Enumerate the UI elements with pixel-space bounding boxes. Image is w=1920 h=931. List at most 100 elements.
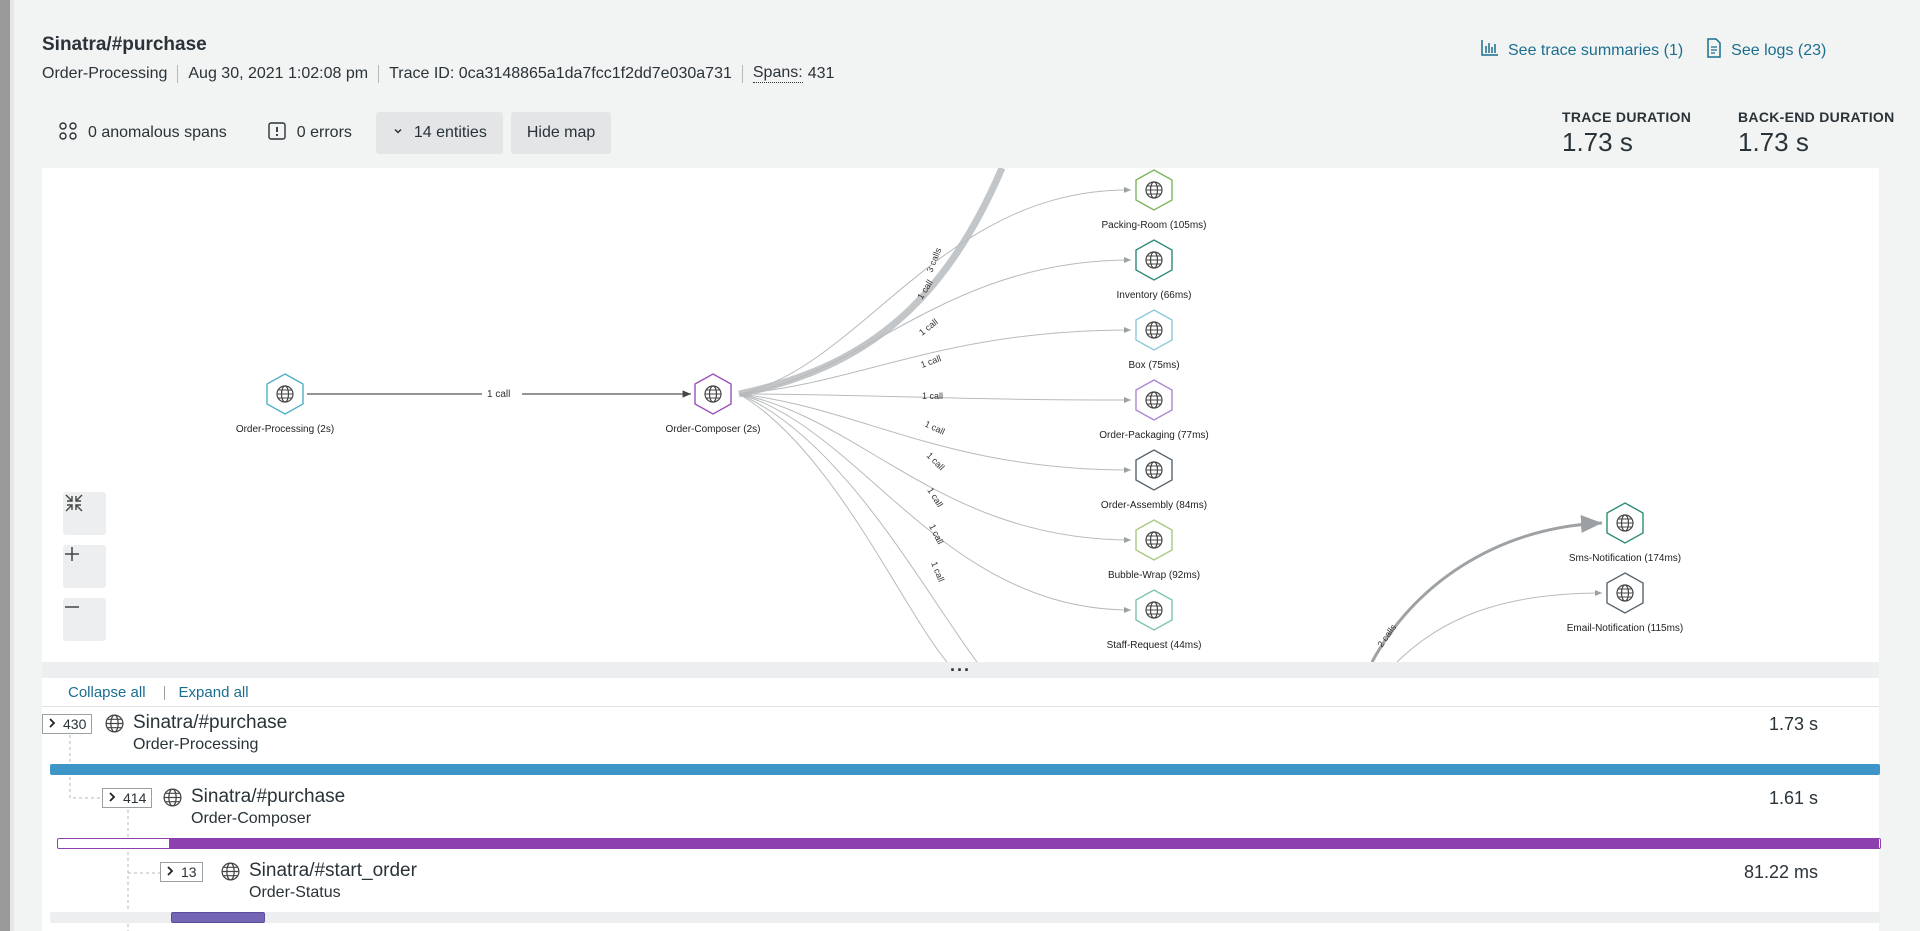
edge-label-4: 1 call <box>922 391 943 401</box>
trace-summaries-link[interactable]: See trace summaries (1) <box>1480 38 1683 63</box>
node-inventory[interactable]: Inventory (66ms) <box>1116 239 1192 301</box>
node-label-staff-request: Staff-Request (44ms) <box>1107 640 1202 651</box>
node-order-assembly[interactable]: Order-Assembly (84ms) <box>1101 449 1207 511</box>
expand-toggle[interactable]: 13 <box>160 862 203 882</box>
actions-divider <box>163 685 165 700</box>
zoom-in-button[interactable] <box>63 545 106 588</box>
errors-label: 0 errors <box>296 124 352 141</box>
expand-all-link[interactable]: Expand all <box>178 684 249 701</box>
globe-icon <box>220 861 241 887</box>
trace-duration-metric: TRACE DURATION 1.73 s <box>1562 109 1691 158</box>
edge-to-staff-request <box>738 393 1132 613</box>
node-order-packaging[interactable]: Order-Packaging (77ms) <box>1099 379 1209 441</box>
node-label-packing-room: Packing-Room (105ms) <box>1101 220 1206 231</box>
bar-chart-icon <box>1480 38 1500 63</box>
anomaly-icon <box>58 121 78 146</box>
anomalous-spans-filter[interactable]: 0 anomalous spans <box>42 112 243 154</box>
panel-resize-handle[interactable]: ··· <box>42 659 1879 680</box>
edge-label-3: 1 call <box>919 353 942 370</box>
trace-duration-value: 1.73 s <box>1562 127 1633 157</box>
span-row[interactable]: 13 Sinatra/#start_order Order-Status 81.… <box>42 860 1880 931</box>
span-duration: 1.73 s <box>1768 714 1818 734</box>
span-service: Order-Composer <box>191 810 312 827</box>
node-box[interactable]: Box (75ms) <box>1128 309 1180 371</box>
entities-dropdown[interactable]: 14 entities <box>375 112 503 154</box>
map-toolbar: 0 anomalous spans 0 errors 14 entities H… <box>42 112 612 154</box>
edge-to-sms-notification <box>1370 514 1603 662</box>
trace-duration-label: TRACE DURATION <box>1562 109 1692 125</box>
fit-to-screen-button[interactable] <box>63 492 106 535</box>
span-service: Order-Processing <box>133 736 259 753</box>
edge-to-box <box>738 327 1132 395</box>
edge-label-op-oc: 1 call <box>487 389 510 400</box>
trace-meta: Order-Processing Aug 30, 2021 1:02:08 pm… <box>42 64 834 83</box>
trace-waterfall: Collapse all Expand all 430 Sinatra/#pur… <box>42 678 1881 931</box>
node-label-order-assembly: Order-Assembly (84ms) <box>1101 500 1207 511</box>
span-bar <box>171 912 265 923</box>
edge-to-order-packaging <box>738 393 1132 403</box>
edge-label-7: 1 call <box>925 486 945 509</box>
node-label-sms-notification: Sms-Notification (174ms) <box>1569 553 1681 564</box>
span-bar-track <box>50 912 1880 923</box>
collapse-all-link[interactable]: Collapse all <box>68 684 146 701</box>
meta-divider <box>177 64 179 83</box>
errors-filter[interactable]: 0 errors <box>251 112 368 154</box>
span-row[interactable]: 430 Sinatra/#purchase Order-Processing 1… <box>42 712 1880 784</box>
header-links: See trace summaries (1) See logs (23) <box>1480 38 1826 63</box>
span-bar <box>50 764 1880 775</box>
tree-connectors <box>69 723 160 931</box>
node-sms-notification[interactable]: Sms-Notification (174ms) <box>1569 502 1681 564</box>
backend-duration-label: BACK-END DURATION <box>1738 109 1895 125</box>
backend-duration-value: 1.73 s <box>1738 127 1809 157</box>
globe-icon <box>104 713 125 739</box>
span-name: Sinatra/#purchase <box>133 712 288 733</box>
node-label-order-packaging: Order-Packaging (77ms) <box>1099 430 1208 441</box>
node-bubble-wrap[interactable]: Bubble-Wrap (92ms) <box>1108 519 1200 581</box>
logs-link[interactable]: See logs (23) <box>1705 38 1826 63</box>
background-panel-edge <box>0 0 10 931</box>
zoom-out-button[interactable] <box>63 598 106 641</box>
node-label-order-processing: Order-Processing (2s) <box>236 424 334 435</box>
expand-toggle[interactable]: 414 <box>102 788 153 808</box>
edge-label-6: 1 call <box>925 450 947 472</box>
node-label-bubble-wrap: Bubble-Wrap (92ms) <box>1108 570 1200 581</box>
span-name: Sinatra/#start_order <box>249 860 417 881</box>
edge-label-9: 1 call <box>929 560 946 583</box>
spans-count: 431 <box>807 64 835 82</box>
meta-divider <box>378 64 380 83</box>
child-count: 13 <box>181 864 197 880</box>
hide-map-label: Hide map <box>526 124 596 141</box>
edge-label-8: 1 call <box>927 522 945 545</box>
node-order-composer[interactable]: Order-Composer (2s) <box>665 373 761 435</box>
node-packing-room[interactable]: Packing-Room (105ms) <box>1101 169 1207 231</box>
drag-dots-icon: ··· <box>950 659 971 680</box>
span-service: Order-Status <box>249 884 341 901</box>
service-name: Order-Processing <box>42 64 168 82</box>
node-email-notification[interactable]: Email-Notification (115ms) <box>1567 572 1684 634</box>
span-row[interactable]: 414 Sinatra/#purchase Order-Composer 1.6… <box>42 786 1881 858</box>
anomalous-spans-label: 0 anomalous spans <box>88 124 227 141</box>
chevron-right-icon <box>47 716 57 732</box>
trace-timestamp: Aug 30, 2021 1:02:08 pm <box>188 64 369 82</box>
edge-to-email-notification <box>1396 590 1603 662</box>
expand-toggle[interactable]: 430 <box>42 714 93 734</box>
edge-label-2: 1 call <box>917 317 940 338</box>
node-label-email-notification: Email-Notification (115ms) <box>1567 623 1684 634</box>
waterfall-divider <box>42 706 1879 707</box>
node-staff-request[interactable]: Staff-Request (44ms) <box>1107 589 1202 651</box>
node-label-order-composer: Order-Composer (2s) <box>665 424 760 435</box>
error-icon <box>267 121 287 146</box>
edge-label-2-calls: 2 calls <box>1375 622 1398 649</box>
edge-to-inventory <box>738 257 1132 395</box>
service-map[interactable]: 3 calls 1 call 1 call 1 call 1 call 1 ca… <box>42 168 1879 662</box>
chevron-right-icon <box>107 790 117 806</box>
span-duration: 81.22 ms <box>1743 862 1818 882</box>
hide-map-button[interactable]: Hide map <box>510 112 612 154</box>
node-order-processing[interactable]: Order-Processing (2s) <box>236 373 334 435</box>
service-map-canvas: 3 calls 1 call 1 call 1 call 1 call 1 ca… <box>236 168 1684 662</box>
child-count: 414 <box>123 790 147 806</box>
spans-label[interactable]: Spans: <box>752 64 803 83</box>
chevron-down-icon <box>392 124 404 142</box>
edge-label-bg <box>482 387 522 400</box>
trace-id: Trace ID: 0ca3148865a1da7fcc1f2dd7e030a7… <box>389 64 732 82</box>
